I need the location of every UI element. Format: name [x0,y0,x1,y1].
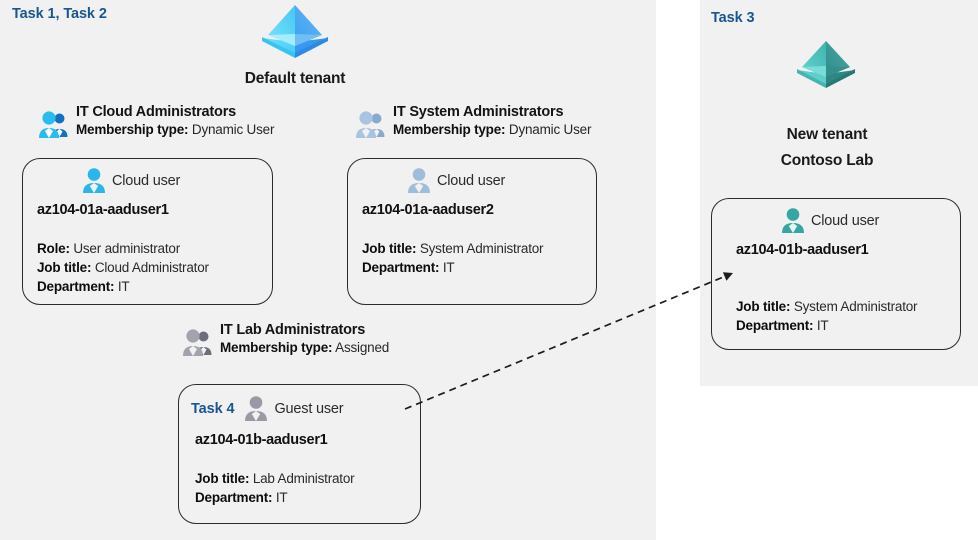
group-text: IT System Administrators Membership type… [393,104,591,137]
group-text: IT Cloud Administrators Membership type:… [76,104,274,137]
attr-value: User administrator [73,241,181,256]
attr-value: System Administrator [793,299,918,314]
user-kind-label: Cloud user [112,172,181,189]
user-card-az104-01a-aaduser2[interactable]: Cloud user az104-01a-aaduser2 Job title:… [347,158,597,305]
card-header: Cloud user [81,167,180,194]
attr-row: Department: IT [37,277,209,296]
membership-value: Dynamic User [191,122,275,137]
cloud-user-icon [782,208,804,233]
group-users-icon [356,111,385,138]
group-it-system-administrators: IT System Administrators Membership type… [355,104,591,140]
user-attributes: Job title: Lab Administrator Department:… [195,469,355,507]
user-upn: az104-01b-aaduser1 [736,242,869,258]
user-upn: az104-01b-aaduser1 [195,432,328,448]
attr-value: Cloud Administrator [94,260,209,275]
card-header: Cloud user [780,207,879,234]
attr-label: Job title: [37,260,92,275]
user-card-az104-01b-aaduser1[interactable]: Cloud user az104-01b-aaduser1 Job title:… [711,198,961,350]
attr-label: Department: [195,490,273,505]
attr-row: Job title: System Administrator [362,239,544,258]
user-kind-label: Cloud user [437,172,506,189]
attr-label: Job title: [362,241,417,256]
membership-value: Assigned [335,340,390,355]
attr-row: Job title: Cloud Administrator [37,258,209,277]
attr-value: IT [275,490,288,505]
attr-value: IT [117,279,130,294]
new-tenant-caption-line2: Contoso Lab [780,152,874,169]
default-tenant-caption: Default tenant [244,70,346,87]
group-membership: Membership type: Dynamic User [76,122,274,137]
attr-row: Department: IT [195,488,354,507]
user-upn: az104-01a-aaduser2 [362,202,494,218]
membership-label: Membership type: [393,122,506,137]
attr-row: Department: IT [736,316,917,335]
attr-label: Department: [362,260,440,275]
user-kind-label: Cloud user [811,212,880,229]
azure-ad-pyramid-icon-new [797,41,855,88]
group-name: IT Lab Administrators [220,322,366,338]
group-users-icon [39,111,68,138]
user-attributes: Job title: System Administrator Departme… [736,297,918,335]
group-it-lab-administrators: IT Lab Administrators Membership type: A… [182,322,389,358]
user-kind-label: Guest user [274,400,344,417]
attr-value: IT [816,318,829,333]
group-membership: Membership type: Dynamic User [393,122,591,137]
group-text: IT Lab Administrators Membership type: A… [220,322,389,355]
attr-row: Job title: Lab Administrator [195,469,355,488]
task-label-1-2: Task 1, Task 2 [12,6,107,22]
attr-label: Job title: [736,299,791,314]
user-upn: az104-01a-aaduser1 [37,202,169,218]
user-card-az104-01a-aaduser1[interactable]: Cloud user az104-01a-aaduser1 Role: User… [22,158,273,305]
attr-value: System Administrator [419,241,544,256]
user-attributes: Role: User administrator Job title: Clou… [37,239,209,296]
azure-ad-pyramid-icon-default [262,5,328,58]
guest-user-icon [245,396,268,421]
attr-value: Lab Administrator [252,471,355,486]
attr-row: Role: User administrator [37,239,209,258]
attr-label: Department: [736,318,814,333]
task-label-4: Task 4 [191,400,235,417]
cloud-user-icon [83,168,105,193]
membership-value: Dynamic User [508,122,592,137]
cloud-user-icon [408,168,430,193]
user-card-guest-az104-01b-aaduser1[interactable]: Task 4 Guest user az104-01b-aaduser1 Job… [178,384,421,524]
user-attributes: Job title: System Administrator Departme… [362,239,544,277]
attr-value: IT [442,260,455,275]
membership-label: Membership type: [76,122,189,137]
membership-label: Membership type: [220,340,333,355]
group-name: IT Cloud Administrators [76,104,237,120]
attr-label: Role: [37,241,70,256]
group-it-cloud-administrators: IT Cloud Administrators Membership type:… [38,104,274,140]
task-label-3: Task 3 [711,10,755,26]
group-users-icon [183,329,212,356]
attr-row: Job title: System Administrator [736,297,918,316]
card-header: Task 4 Guest user [191,395,344,422]
attr-label: Department: [37,279,115,294]
group-name: IT System Administrators [393,104,564,120]
new-tenant-caption-line1: New tenant [786,126,868,143]
card-header: Cloud user [406,167,505,194]
group-membership: Membership type: Assigned [220,340,389,355]
attr-label: Job title: [195,471,250,486]
attr-row: Department: IT [362,258,543,277]
